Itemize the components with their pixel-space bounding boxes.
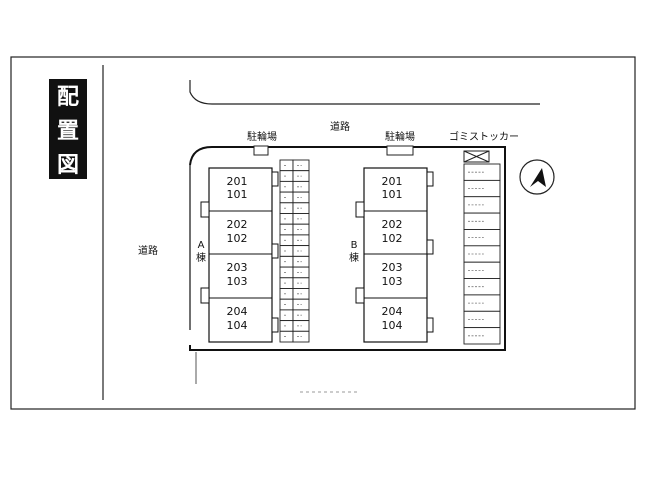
building-a-unit-203: 203 [227, 261, 248, 274]
bike-parking-label-b: 駐輪場 [385, 130, 415, 143]
building-a-annex-1 [271, 171, 279, 187]
building-b-unit-103: 103 [382, 275, 403, 288]
parking-stall-a-inner-16 [279, 320, 294, 332]
bike-parking-a [253, 145, 269, 156]
building-b-unit-203: 203 [382, 261, 403, 274]
building-a-unit-201: 201 [227, 175, 248, 188]
building-a-unit-102: 102 [227, 232, 248, 245]
building-a-annex-2 [271, 243, 279, 259]
title-char-2: 置 [57, 119, 79, 144]
parking-stall-a-inner-7 [279, 223, 294, 236]
parking-stall-a-inner-13 [279, 288, 294, 300]
building-a-unit-202: 202 [227, 218, 248, 231]
building-a-unit-104: 104 [227, 319, 248, 332]
north-arrow-icon [519, 159, 555, 195]
parking-stalls-a [279, 159, 310, 343]
building-b-annex-2 [426, 239, 434, 255]
top-road-label: 道路 [330, 120, 350, 133]
title-background [49, 79, 87, 179]
parking-stall-a-inner-12 [279, 277, 294, 289]
garbage-stocker-label: ゴミストッカー [449, 130, 519, 143]
building-b-outline [363, 167, 428, 343]
building-a-unit-101: 101 [227, 188, 248, 201]
parking-stall-a-inner-15 [279, 309, 294, 322]
title-block: 配 置 図 [49, 79, 87, 179]
site-boundary [189, 146, 506, 351]
parking-stall-a-inner-3 [279, 180, 294, 193]
building-a-unit-103: 103 [227, 275, 248, 288]
building-a-suffix: 棟 [196, 251, 206, 264]
building-b-annex-1 [426, 171, 434, 187]
title-char-1: 配 [57, 85, 79, 110]
building-a-letter: A [198, 240, 205, 251]
building-b-unit-201: 201 [382, 175, 403, 188]
parking-stall-a-inner-11 [279, 266, 294, 279]
parking-stall-a-inner-9 [279, 245, 294, 257]
parking-stall-a-inner-1 [279, 159, 294, 172]
top-road-edge [189, 80, 540, 105]
building-b-unit-202: 202 [382, 218, 403, 231]
garbage-stocker-icon [463, 150, 490, 163]
building-a-annex-3 [271, 317, 279, 333]
building-b-letter: B [351, 240, 358, 251]
left-road-label: 道路 [138, 244, 158, 257]
parking-stall-a-inner-17 [279, 330, 294, 343]
building-b-suffix: 棟 [349, 251, 359, 264]
drawing-frame [10, 56, 636, 410]
bike-parking-label-a: 駐輪場 [247, 130, 277, 143]
parking-stalls-east [463, 163, 501, 345]
title-char-3: 図 [57, 153, 79, 178]
parking-stall-a-inner-2 [279, 170, 294, 182]
building-b [355, 167, 434, 343]
parking-stall-a-inner-14 [279, 298, 294, 311]
building-b-annex-3 [426, 317, 434, 333]
building-b-stair-2 [355, 287, 365, 304]
building-b-unit-104: 104 [382, 319, 403, 332]
parking-stall-a-inner-8 [279, 234, 294, 247]
building-a-outline [208, 167, 273, 343]
parking-stall-a-inner-10 [279, 255, 294, 268]
building-b-unit-101: 101 [382, 188, 403, 201]
bike-parking-b [386, 145, 414, 156]
building-b-stair-1 [355, 201, 365, 218]
building-a-stair-1 [200, 201, 210, 218]
building-a [200, 167, 279, 343]
parking-stall-a-inner-4 [279, 191, 294, 204]
building-a-unit-204: 204 [227, 305, 248, 318]
parking-stall-a-inner-6 [279, 213, 294, 225]
building-b-unit-204: 204 [382, 305, 403, 318]
building-a-stair-2 [200, 287, 210, 304]
building-b-unit-102: 102 [382, 232, 403, 245]
parking-stall-a-inner-5 [279, 202, 294, 214]
